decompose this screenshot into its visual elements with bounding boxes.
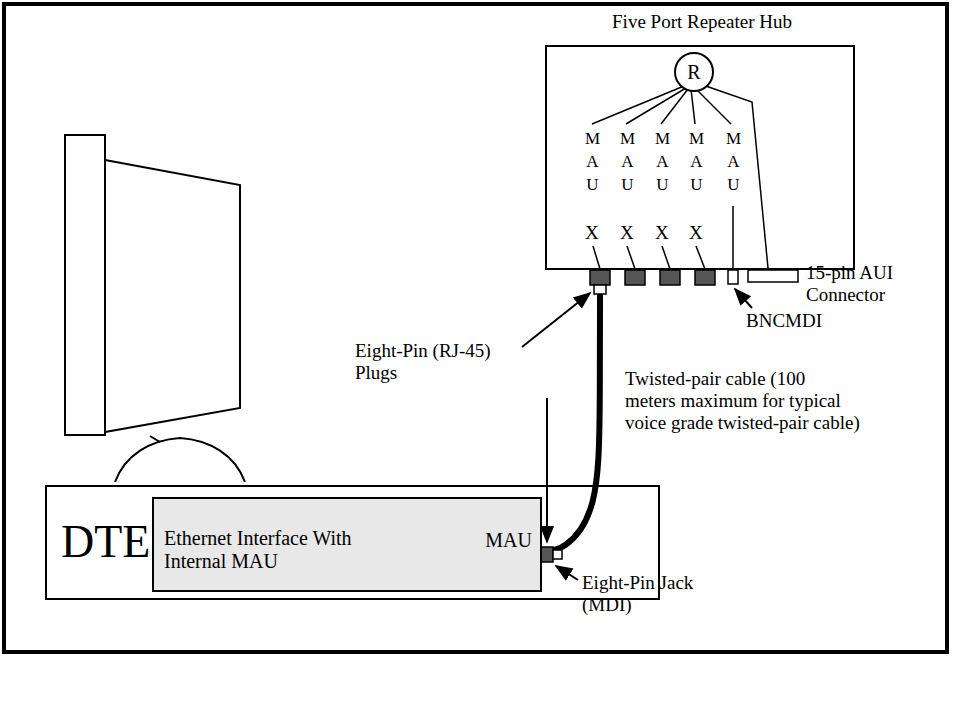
plug-callout: Eight-Pin (RJ-45) Plugs xyxy=(355,340,530,384)
outer-frame xyxy=(4,4,947,652)
hub-internal-wiring xyxy=(592,84,768,269)
mau-label: M A U xyxy=(654,128,671,197)
cable-callout: Twisted-pair cable (100 meters maximum f… xyxy=(625,368,860,434)
jack-callout: Eight-Pin Jack (MDI) xyxy=(582,572,732,616)
dte-box: DTE Ethernet Interface With Internal MAU M… xyxy=(45,485,660,600)
mau-label: M A U xyxy=(688,128,705,197)
bnc-callout: BNCMDI xyxy=(746,310,822,332)
dte-jack xyxy=(540,547,562,562)
card-label: Ethernet Interface With Internal MAU xyxy=(164,527,364,573)
monitor-illustration xyxy=(65,135,245,482)
ethernet-interface-card: Ethernet Interface With Internal MAU MAU xyxy=(152,497,542,592)
mau-label: M A U xyxy=(584,128,601,197)
hub-ports xyxy=(590,270,798,294)
aui-callout: 15-pin AUI Connector xyxy=(806,262,931,306)
crossover-mark: X xyxy=(689,222,703,244)
crossover-mark: X xyxy=(620,222,634,244)
hub-title: Five Port Repeater Hub xyxy=(547,11,857,33)
repeater-label: R xyxy=(676,54,712,90)
repeater-circle: R xyxy=(674,52,714,92)
twisted-pair-cable xyxy=(542,270,600,551)
mau-label: MAU xyxy=(485,529,532,552)
mau-label: M A U xyxy=(725,128,742,197)
crossover-mark: X xyxy=(655,222,669,244)
dte-label: DTE xyxy=(61,515,150,568)
leader-arrows xyxy=(522,289,752,580)
crossover-mark: X xyxy=(585,222,599,244)
mau-label: M A U xyxy=(619,128,636,197)
